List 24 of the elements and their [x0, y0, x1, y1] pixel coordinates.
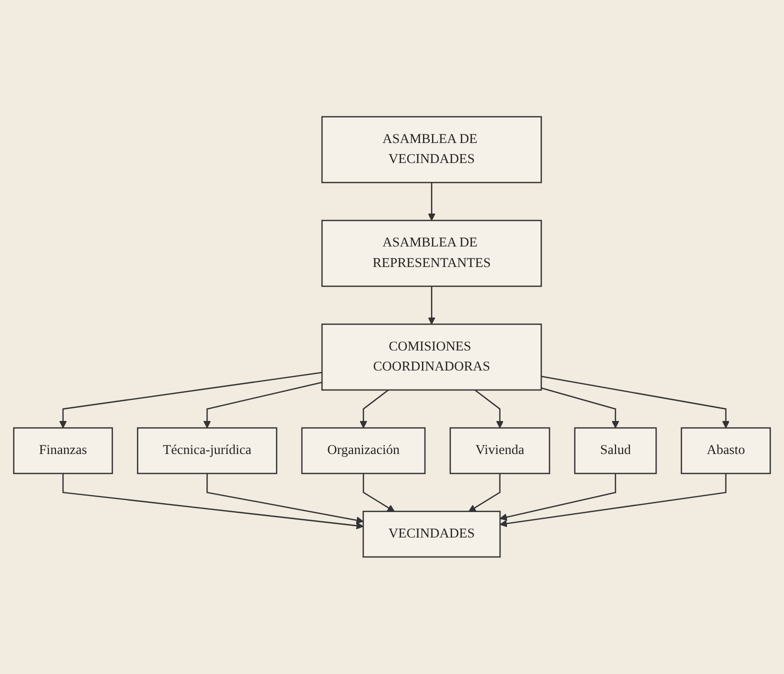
arrow [541, 388, 620, 428]
arrow [428, 286, 436, 325]
arrow [500, 474, 616, 521]
arrow [360, 390, 389, 428]
arrow [203, 382, 322, 428]
node-box: Vivienda [450, 427, 550, 474]
node-box: Técnica-jurídica [136, 427, 278, 474]
node-box: Finanzas [13, 427, 113, 474]
arrow [59, 372, 322, 428]
node-box: Salud [574, 427, 657, 474]
arrow [206, 474, 364, 524]
arrow [428, 182, 436, 221]
node-box: ASAMBLEA DE REPRESENTANTES [321, 220, 542, 288]
node-box: Organización [301, 427, 426, 474]
arrow [541, 376, 730, 428]
node-box: ASAMBLEA DE VECINDADES [321, 116, 542, 184]
arrow [362, 474, 395, 512]
arrow [468, 474, 500, 512]
node-box: COMISIONES COORDINADORAS [321, 324, 542, 391]
arrow [474, 390, 504, 428]
node-box: VECINDADES [362, 510, 501, 558]
node-box: Abasto [680, 427, 771, 474]
arrow [500, 474, 726, 528]
arrow [62, 474, 364, 530]
